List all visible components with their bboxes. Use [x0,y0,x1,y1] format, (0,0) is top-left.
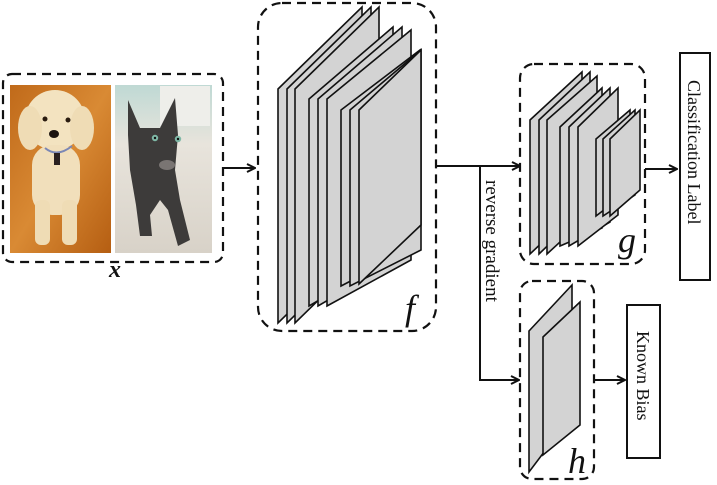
input-group: x [1,72,225,283]
known-bias-text: Known Bias [633,331,653,421]
classification-label-text: Classification Label [684,80,704,224]
classification-label-box [679,52,711,281]
known-bias-box [626,304,661,459]
f-label: f [405,288,420,328]
bias-head-h: h [518,279,596,481]
g-dashed-box [518,62,647,266]
g-label: g [618,220,636,260]
cat-image [115,85,212,253]
feature-extractor-f: f [256,1,438,333]
arrow-f-to-h [479,166,519,380]
dog-image [10,85,111,253]
h-label: h [568,441,586,481]
reverse-gradient-label: reverse gradient [481,180,502,303]
input-label-x: x [108,257,121,283]
classifier-head-g: g [518,62,647,266]
